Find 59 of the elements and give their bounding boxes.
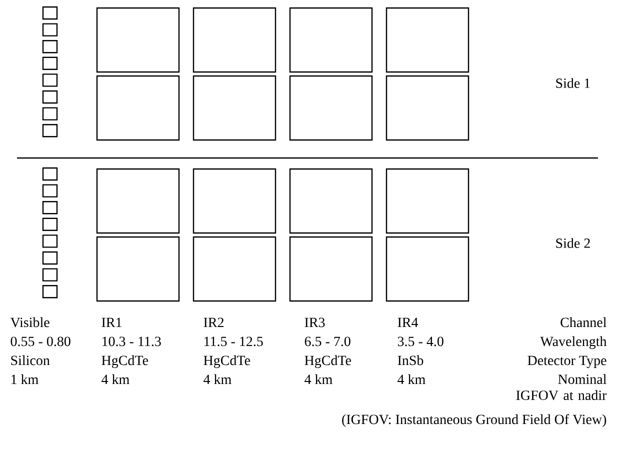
detector-element <box>42 40 58 54</box>
table-cell: IR3 <box>304 318 325 328</box>
detector-element <box>42 234 58 248</box>
detector-array <box>386 7 470 73</box>
detector-element <box>42 56 58 70</box>
table-cell: HgCdTe <box>304 355 352 368</box>
detector-array <box>386 168 470 234</box>
table-cell: 4 km <box>304 374 332 384</box>
detector-element <box>42 268 58 282</box>
detector-element <box>42 90 58 104</box>
table-cell: 4 km <box>398 374 426 384</box>
detector-array <box>96 7 180 73</box>
table-cell: Silicon <box>11 355 50 366</box>
table-cell: HgCdTe <box>204 355 250 368</box>
row-heading: Channel <box>560 317 606 328</box>
detector-element <box>42 285 58 298</box>
detector-element <box>42 74 58 87</box>
detector-array <box>289 7 373 73</box>
detector-array <box>289 168 373 234</box>
detector-array <box>96 168 180 234</box>
table-cell: Visible <box>10 317 50 328</box>
table-cell: 4 km <box>102 374 130 384</box>
table-cell: 0.55 - 0.80 <box>10 336 70 346</box>
detector-element <box>42 184 58 198</box>
table-cell: 3.5 - 4.0 <box>398 336 444 346</box>
detector-element <box>42 167 58 181</box>
detector-element <box>42 107 58 120</box>
table-cell: InSb <box>398 355 424 366</box>
detector-array <box>96 75 180 141</box>
table-cell: 6.5 - 7.0 <box>304 336 350 346</box>
detector-array <box>192 75 276 141</box>
row-heading: Wavelength <box>540 336 607 350</box>
detector-element <box>42 6 58 20</box>
table-cell: 11.5 - 12.5 <box>204 336 263 346</box>
detector-array <box>289 236 373 302</box>
detector-element <box>42 218 58 231</box>
footnote: (IGFOV: Instantaneous Ground Field Of View) <box>342 414 606 427</box>
detector-array <box>386 236 470 302</box>
side-label: Side 1 <box>556 78 590 88</box>
detector-element <box>42 201 58 214</box>
table-cell: 4 km <box>204 374 232 384</box>
detector-array <box>192 236 276 302</box>
table-cell: IR4 <box>398 318 418 327</box>
detector-array <box>192 168 276 234</box>
detector-array <box>96 236 180 302</box>
side-label: Side 2 <box>556 238 590 248</box>
detector-array <box>289 75 373 141</box>
detector-element <box>42 23 58 36</box>
table-cell: HgCdTe <box>102 355 148 368</box>
table-cell: 1 km <box>12 374 38 384</box>
detector-array <box>192 7 276 73</box>
row-heading: Nominal IGFOV at nadir <box>516 374 607 400</box>
detector-array <box>386 75 470 141</box>
row-heading: Detector Type <box>528 356 606 368</box>
table-cell: IR2 <box>204 318 224 327</box>
detector-element <box>42 251 58 265</box>
table-cell: IR1 <box>102 318 122 327</box>
table-cell: 10.3 - 11.3 <box>102 336 161 346</box>
detector-element <box>42 124 58 138</box>
